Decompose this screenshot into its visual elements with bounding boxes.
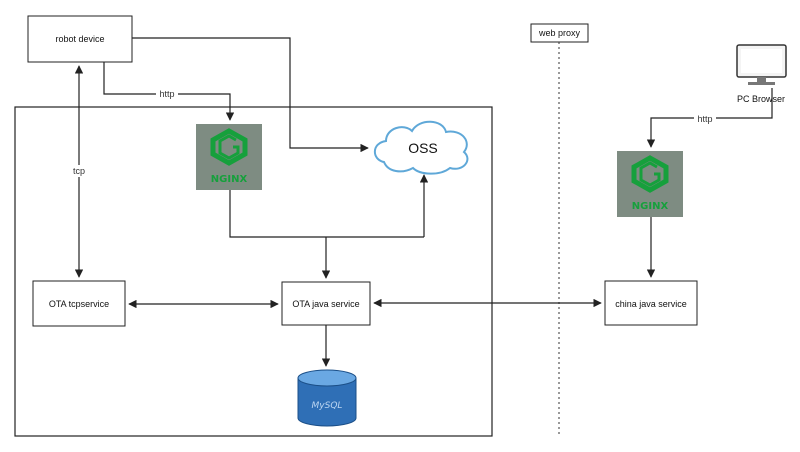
oss-label: OSS <box>408 140 438 156</box>
oss-cloud-icon: OSS <box>373 120 469 175</box>
pc-browser-label: PC Browser <box>737 94 785 104</box>
ota-java-service-box <box>281 281 371 326</box>
china-java-service-label: china java service <box>615 299 687 309</box>
nginx-icon: NGINX <box>196 124 262 190</box>
robot-tcpservice-label: tcp <box>73 166 85 176</box>
ota-tcpservice-box <box>32 280 126 327</box>
nginx-logo-text: NGINX <box>632 201 669 212</box>
nginx-to-java-line <box>229 190 424 238</box>
robot-device-label: robot device <box>55 34 104 44</box>
monitor-icon <box>736 44 787 85</box>
ota-tcpservice-label: OTA tcpservice <box>49 299 109 309</box>
browser-to-nginx-label: http <box>697 114 712 124</box>
nginx-icon: NGINX <box>617 151 683 217</box>
ota-system-boundary <box>14 106 493 437</box>
web-proxy-label: web proxy <box>538 28 581 38</box>
robot-device-box <box>27 15 133 63</box>
mysql-database-icon: MySQL <box>297 369 357 427</box>
ota-java-service-label: OTA java service <box>292 299 359 309</box>
robot-to-nginx-label: http <box>159 89 174 99</box>
robot-to-oss-arrow <box>132 37 369 153</box>
nginx-logo-text: NGINX <box>211 174 248 185</box>
china-java-service-box <box>604 280 698 326</box>
mysql-logo-text: MySQL <box>312 401 343 411</box>
